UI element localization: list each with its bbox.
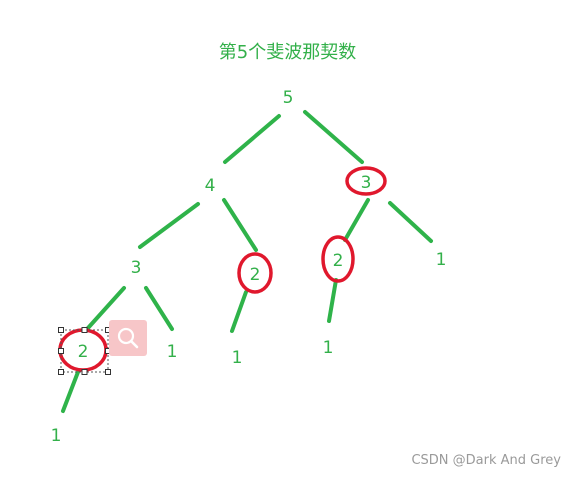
tree-edge — [144, 286, 174, 331]
tree-edge — [223, 114, 281, 164]
highlight-circle — [237, 252, 273, 294]
tree-node-label: 2 — [333, 251, 344, 271]
resize-handle[interactable] — [58, 327, 64, 333]
diagram-title: 第5个斐波那契数 — [218, 42, 357, 63]
tree-node-label: 3 — [131, 258, 142, 278]
resize-handle[interactable] — [105, 369, 111, 375]
tree-edge — [138, 202, 200, 249]
tree-node-label: 5 — [283, 88, 294, 108]
highlight-circle — [321, 235, 355, 283]
node-labels: 5 4 3 3 2 2 1 2 1 1 1 1 — [51, 88, 447, 446]
tree-edge — [388, 201, 433, 243]
tree-node-label: 4 — [205, 176, 216, 196]
tree-edge — [230, 290, 248, 333]
tree-edge — [222, 198, 258, 252]
tree-node-label: 1 — [232, 348, 243, 368]
tree-node-label: 1 — [323, 338, 334, 358]
selection-box[interactable] — [58, 327, 111, 375]
tree-edges — [61, 110, 433, 413]
image-search-button[interactable] — [109, 320, 147, 356]
tree-node-label: 1 — [436, 250, 447, 270]
tree-node-label: 2 — [250, 265, 261, 285]
resize-handle[interactable] — [81, 327, 88, 333]
tree-edge — [343, 198, 370, 242]
tree-edge — [86, 286, 126, 330]
resize-handle[interactable] — [81, 369, 88, 375]
tree-edge — [61, 370, 80, 413]
tree-edge — [303, 110, 364, 164]
tree-node-label: 2 — [78, 342, 89, 362]
tree-node-label: 3 — [361, 173, 372, 193]
watermark: CSDN @Dark And Grey — [411, 453, 561, 468]
tree-node-label: 1 — [167, 342, 178, 362]
search-icon — [117, 327, 139, 349]
resize-handle[interactable] — [58, 369, 64, 375]
tree-node-label: 1 — [51, 426, 62, 446]
highlight-circle — [345, 166, 387, 196]
tree-edge — [327, 278, 338, 323]
resize-handle[interactable] — [58, 348, 64, 354]
